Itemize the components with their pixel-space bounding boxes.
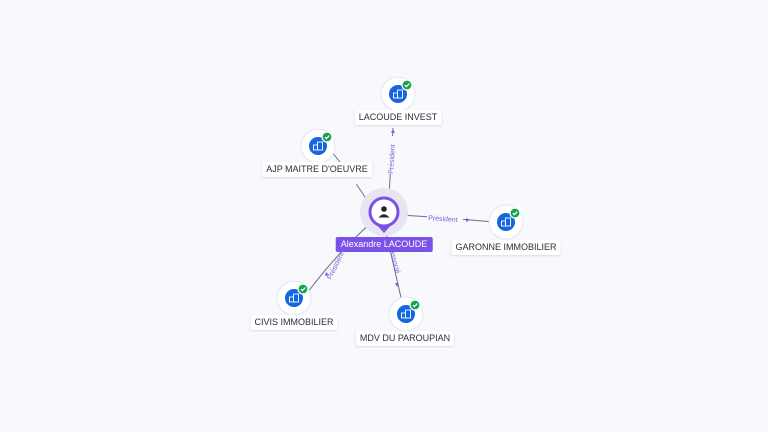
check-icon <box>404 83 410 88</box>
edge-civis-immobilier <box>304 221 373 297</box>
edge-label-garonne-immobilier: Président <box>428 215 458 224</box>
check-icon <box>412 303 418 308</box>
building-icon <box>313 141 323 151</box>
node-label-lacoude-invest[interactable]: LACOUDE INVEST <box>354 110 442 125</box>
building-icon <box>501 217 511 227</box>
building-icon <box>289 293 299 303</box>
node-label-ajp-maitre-oeuvre[interactable]: AJP MAITRE D'OEUVRE <box>262 162 372 177</box>
person-icon <box>378 206 390 218</box>
edge-label-mdv-du-paroupian: Associé <box>388 249 401 275</box>
company-node-garonne-immobilier[interactable] <box>488 204 524 240</box>
verified-badge <box>409 299 421 311</box>
verified-badge <box>401 79 413 91</box>
company-node-civis-immobilier[interactable] <box>276 280 312 316</box>
verified-badge <box>509 207 521 219</box>
check-icon <box>300 287 306 292</box>
node-label-civis-immobilier[interactable]: CIVIS IMMOBILIER <box>250 315 338 330</box>
arrow-civis-immobilier <box>325 272 329 276</box>
node-label-mdv-du-paroupian[interactable]: MDV DU PAROUPIAN <box>355 331 455 346</box>
building-icon <box>401 309 411 319</box>
building-icon <box>393 89 403 99</box>
arrow-lacoude-invest <box>391 129 395 133</box>
check-icon <box>512 211 518 216</box>
check-icon <box>324 135 330 140</box>
center-ring <box>368 196 400 228</box>
edge-label-lacoude-invest: Président <box>388 144 397 174</box>
company-node-lacoude-invest[interactable] <box>380 76 416 112</box>
node-label-garonne-immobilier[interactable]: GARONNE IMMOBILIER <box>451 240 561 255</box>
edge-label-bg <box>385 136 395 174</box>
verified-badge <box>321 131 333 143</box>
arrow-mdv-du-paroupian <box>395 283 399 287</box>
verified-badge <box>297 283 309 295</box>
center-node-label[interactable]: Alexandre LACOUDE <box>335 237 433 252</box>
arrow-garonne-immobilier <box>466 218 470 222</box>
company-node-ajp-maitre-oeuvre[interactable] <box>300 128 336 164</box>
edge-label-bg <box>427 212 463 222</box>
center-node[interactable] <box>360 188 408 236</box>
company-node-mdv-du-paroupian[interactable] <box>388 296 424 332</box>
